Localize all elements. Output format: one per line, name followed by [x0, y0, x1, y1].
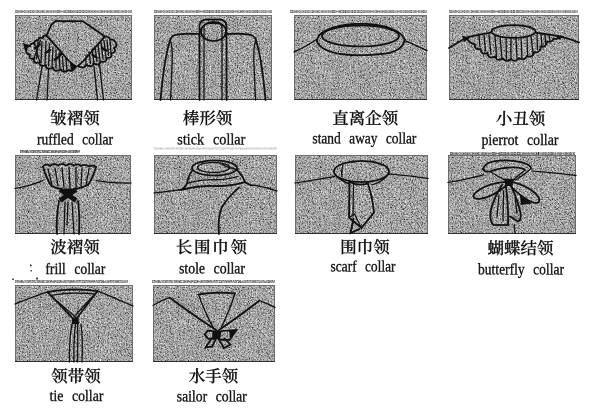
svg-text:pierrot collar: pierrot collar — [482, 132, 560, 149]
svg-text:stole collar: stole collar — [179, 261, 246, 278]
svg-text:stand away collar: stand away collar — [312, 131, 417, 148]
svg-text:scarf collar: scarf collar — [331, 259, 397, 276]
svg-text:ruffled collar: ruffled collar — [37, 132, 114, 149]
svg-text:frill collar: frill collar — [45, 261, 106, 278]
svg-text:sailor collar: sailor collar — [177, 389, 248, 406]
svg-text:stick collar: stick collar — [177, 132, 246, 149]
svg-text:butterfly collar: butterfly collar — [478, 262, 565, 279]
svg-text:tie collar: tie collar — [50, 388, 105, 405]
